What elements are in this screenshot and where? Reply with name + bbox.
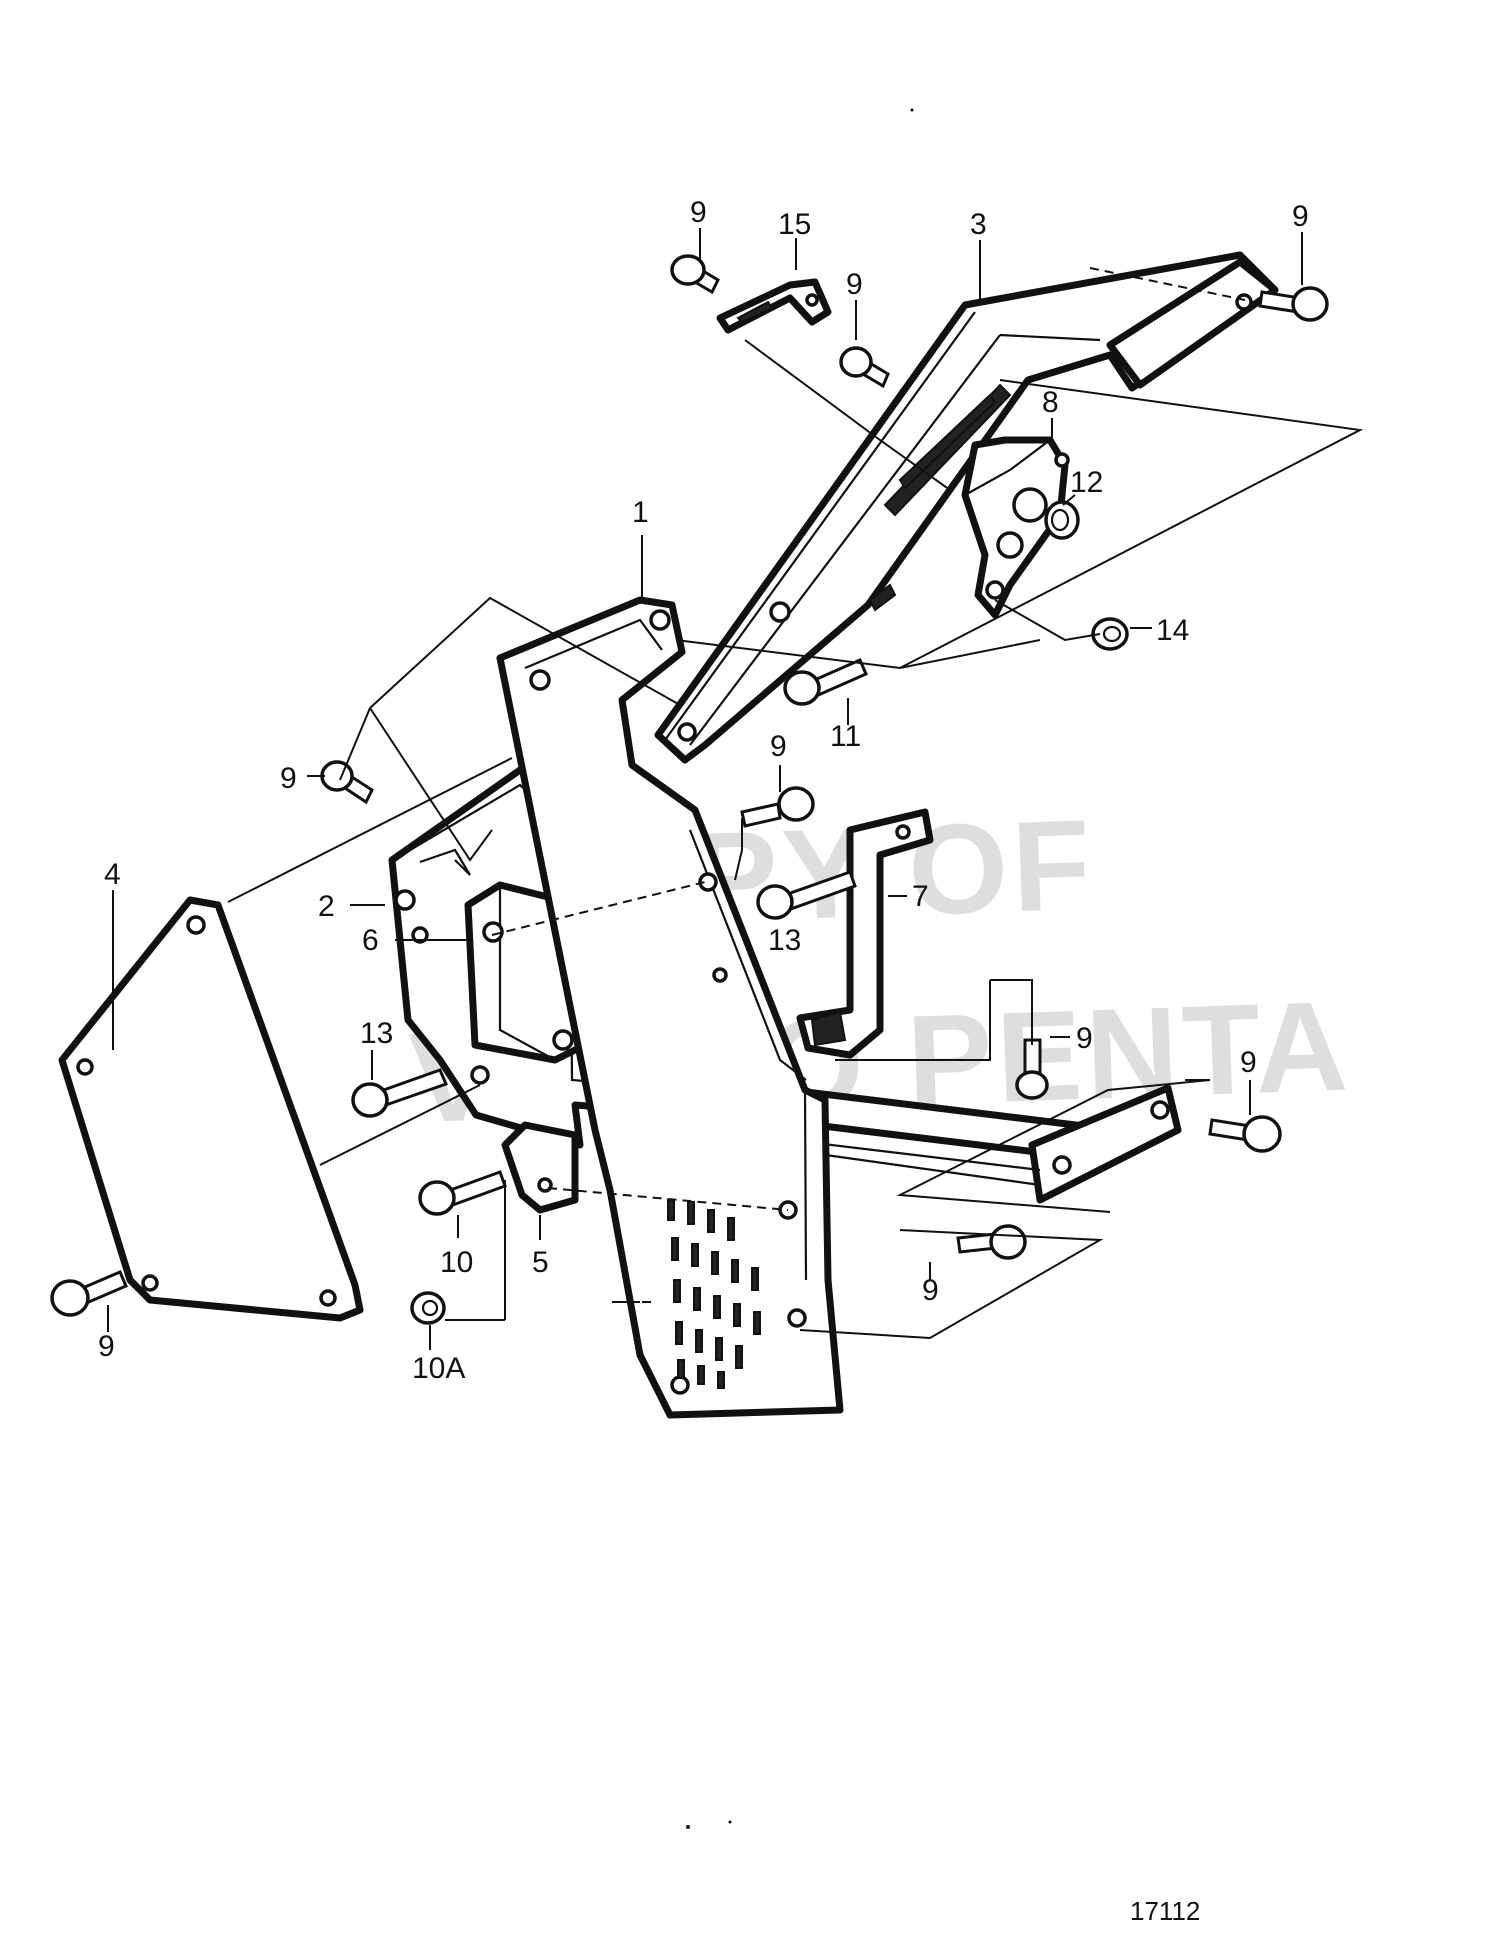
bolt-9-right-lower [1208, 1115, 1282, 1153]
callout-2: 2 [318, 890, 335, 923]
callout-9: 9 [1240, 1046, 1257, 1079]
callout-1: 1 [632, 496, 649, 529]
bolt-9-left-upper [320, 760, 374, 805]
callout-4: 4 [104, 858, 121, 891]
bolt-11 [783, 658, 868, 706]
part-1-main-plate [496, 596, 844, 1419]
bolt-13-left [351, 1068, 449, 1118]
callout-9: 9 [1076, 1022, 1093, 1055]
figure-number: 17112 [1130, 1896, 1200, 1926]
callout-9: 9 [846, 268, 863, 301]
callout-labels: 9 15 9 3 9 8 1 12 14 11 9 9 4 2 7 6 13 9… [98, 196, 1309, 1385]
stray-marks [616, 108, 914, 1829]
bolt-9-bottom-center [956, 1224, 1027, 1260]
bolt-9-top-right [1258, 286, 1329, 322]
callout-13: 13 [768, 924, 801, 957]
bolt-13-center [756, 870, 857, 920]
part-12-spacer [1044, 500, 1080, 540]
assembly-lines [227, 267, 1364, 1340]
callout-13: 13 [360, 1017, 393, 1050]
callout-7: 7 [912, 880, 929, 913]
callout-10: 10 [440, 1246, 473, 1279]
callout-12: 12 [1070, 466, 1103, 499]
part-7-z-bracket [796, 808, 934, 1059]
bolt-9-right-vertical [1015, 1038, 1049, 1100]
part-8-engine-mount [961, 436, 1070, 619]
plate-louver-slots [667, 1199, 761, 1389]
callout-14: 14 [1156, 614, 1189, 647]
callout-9: 9 [770, 730, 787, 763]
bolt-9-top-left [670, 254, 720, 295]
callout-9: 9 [280, 762, 297, 795]
callout-3: 3 [970, 208, 987, 241]
callout-9: 9 [922, 1274, 939, 1307]
bolt-10 [418, 1170, 507, 1216]
part-15-clip [716, 278, 832, 334]
part-14-nut [1091, 617, 1129, 651]
callout-9: 9 [98, 1330, 115, 1363]
callout-11: 11 [830, 720, 861, 753]
bolt-9-center [740, 786, 815, 828]
callout-10a: 10A [412, 1352, 465, 1385]
callout-8: 8 [1042, 386, 1059, 419]
bolt-9-bottom-left [50, 1270, 128, 1317]
part-4-cover-plate [58, 896, 364, 1322]
part-3-diagonal-arm [654, 251, 1279, 764]
callout-9: 9 [690, 196, 707, 229]
callout-leaders [107, 228, 1303, 1350]
callout-6: 6 [362, 924, 379, 957]
callout-5: 5 [532, 1246, 549, 1279]
callout-15: 15 [778, 208, 811, 241]
part-10a-nut [410, 1291, 446, 1325]
bolt-9-top-mid [839, 346, 890, 389]
callout-9: 9 [1292, 200, 1309, 233]
part-5-small-plate [501, 1121, 579, 1214]
